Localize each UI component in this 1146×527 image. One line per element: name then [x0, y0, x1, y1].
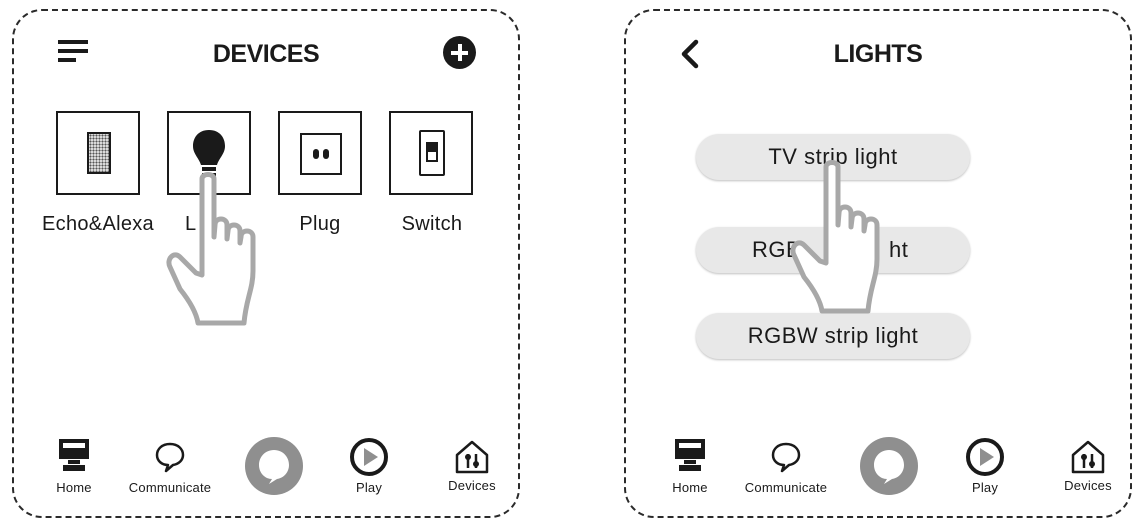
tile-label-plug: Plug [299, 213, 341, 235]
devices-screen: DEVICES Echo&Alexa L Plug Switch Home [12, 9, 520, 518]
play-circle-icon [966, 438, 1004, 476]
play-circle-icon [350, 438, 388, 476]
nav-label-devices: Devices [448, 478, 496, 493]
alexa-icon [259, 450, 289, 484]
speech-bubble-icon [155, 442, 185, 473]
nav-label-home: Home [56, 480, 92, 495]
device-tile-plug[interactable] [278, 111, 362, 195]
nav-play[interactable]: Play [960, 437, 1010, 495]
nav-label-play: Play [971, 480, 999, 495]
tile-label-light: L [185, 213, 197, 235]
nav-label-devices: Devices [1064, 478, 1112, 493]
echo-speaker-icon [87, 132, 111, 174]
smart-home-icon [1071, 440, 1105, 474]
hamburger-menu-icon[interactable] [58, 40, 88, 62]
light-item-label: RGBW strip light [747, 323, 919, 348]
speech-bubble-icon [771, 442, 801, 473]
alexa-button[interactable] [245, 437, 303, 495]
nav-label-home: Home [672, 480, 708, 495]
device-tile-switch[interactable] [389, 111, 473, 195]
nav-label-communicate: Communicate [128, 480, 212, 495]
wall-socket-icon [300, 133, 342, 175]
nav-home[interactable]: Home [44, 437, 104, 495]
nav-devices[interactable]: Devices [442, 439, 502, 493]
nav-devices[interactable]: Devices [1058, 439, 1118, 493]
light-item-rgbw-strip[interactable]: RGBW strip light [696, 313, 970, 359]
home-monitor-icon [59, 439, 89, 471]
light-item-label-end: ht [889, 237, 909, 262]
nav-label-play: Play [355, 480, 383, 495]
nav-communicate[interactable]: Communicate [736, 441, 836, 495]
tile-label-switch: Switch [401, 213, 463, 235]
rocker-switch-icon [419, 130, 445, 176]
tile-label-echo: Echo&Alexa [42, 213, 154, 235]
page-title: LIGHTS [833, 40, 923, 68]
nav-home[interactable]: Home [660, 437, 720, 495]
alexa-button[interactable] [860, 437, 918, 495]
home-monitor-icon [675, 439, 705, 471]
page-title: DEVICES [212, 40, 320, 68]
chevron-left-icon[interactable] [678, 39, 702, 69]
alexa-icon [874, 450, 904, 484]
hand-pointer-icon [790, 160, 880, 314]
add-device-icon[interactable] [443, 36, 476, 69]
lights-screen: LIGHTS TV strip light RGB ht RGBW strip … [624, 9, 1132, 518]
hand-pointer-icon [166, 172, 256, 326]
nav-communicate[interactable]: Communicate [120, 441, 220, 495]
device-tile-echo[interactable] [56, 111, 140, 195]
light-item-tv-strip[interactable]: TV strip light [696, 134, 970, 180]
nav-label-communicate: Communicate [744, 480, 828, 495]
nav-play[interactable]: Play [344, 437, 394, 495]
smart-home-icon [455, 440, 489, 474]
